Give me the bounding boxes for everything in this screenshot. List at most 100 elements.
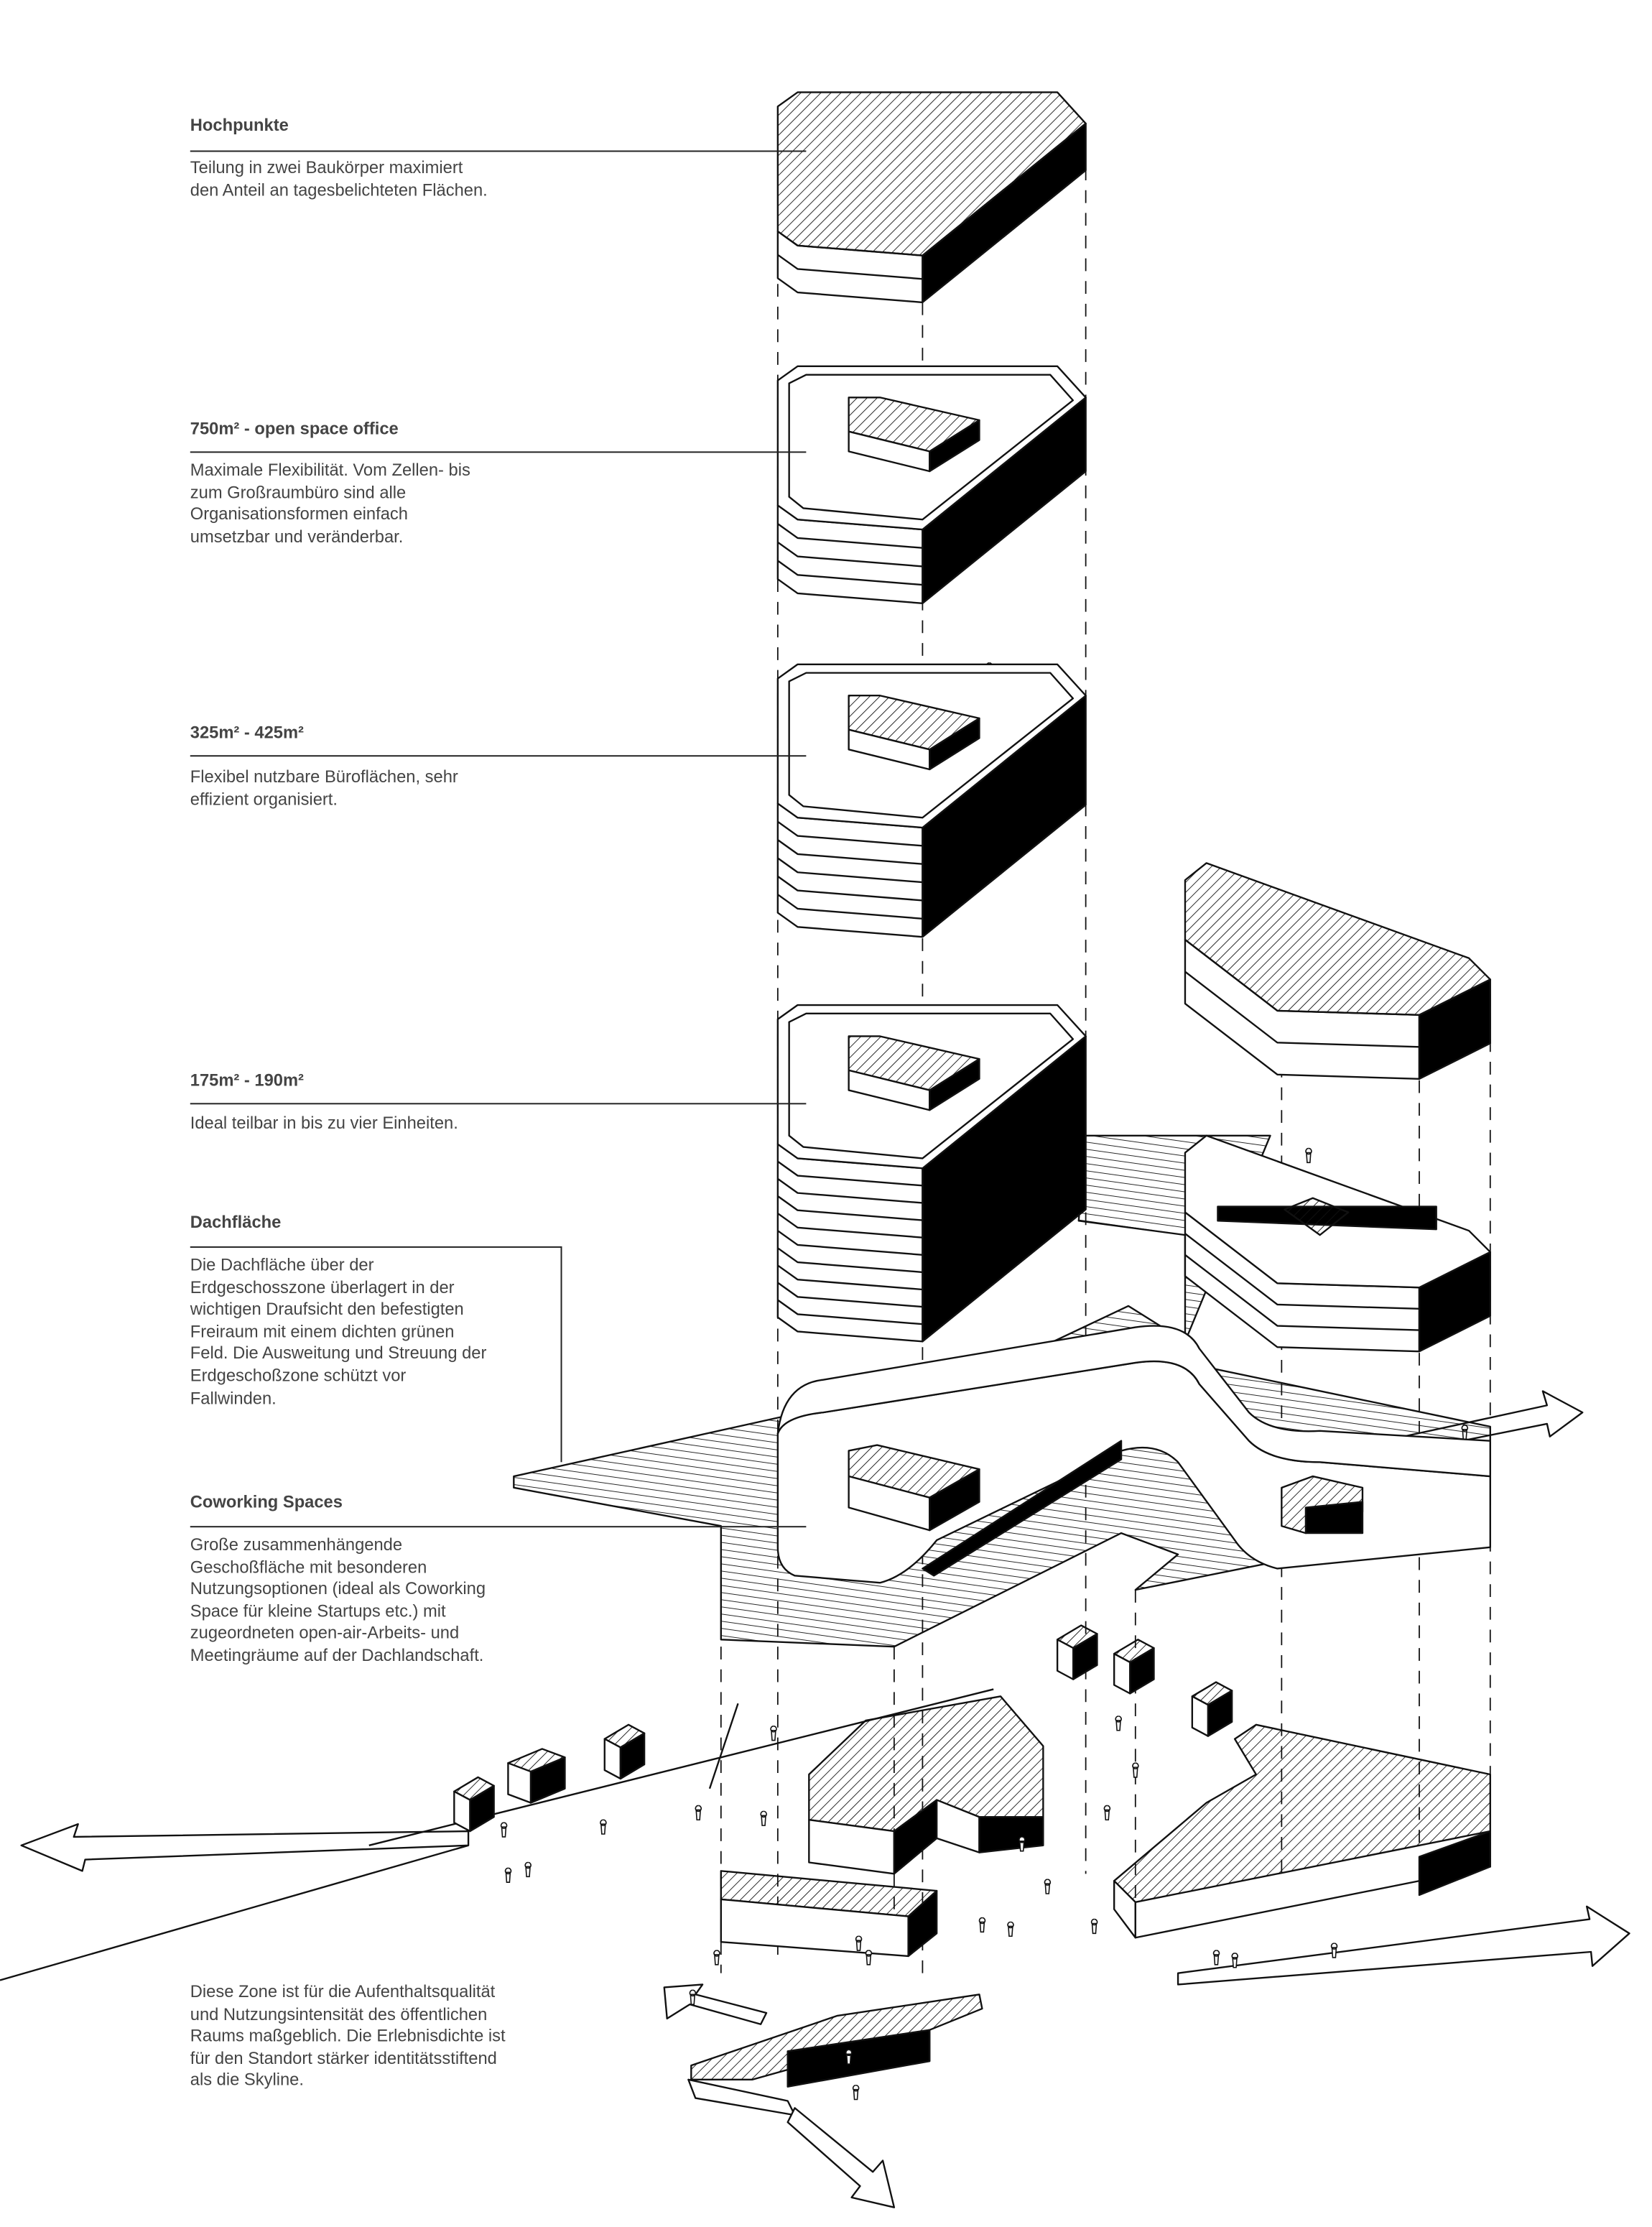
person-figure xyxy=(760,1810,767,1826)
text-line: umsetzbar und veränderbar. xyxy=(190,526,404,547)
heading-coworking: Coworking Spaces xyxy=(190,1491,343,1512)
floor-band xyxy=(777,894,923,920)
pavilion-side xyxy=(907,1889,938,1958)
leader-line xyxy=(190,451,807,453)
floor-band xyxy=(777,875,923,902)
floor-band xyxy=(777,839,923,865)
text-line: Meetingräume auf der Dachlandschaft. xyxy=(190,1645,484,1665)
person-figure xyxy=(1212,1950,1220,1966)
tower-modules xyxy=(776,91,1491,1353)
kiosk-side xyxy=(1129,1647,1155,1695)
tower2-mid-module xyxy=(1184,1134,1491,1353)
person-figure xyxy=(865,1950,873,1966)
floor-band xyxy=(1184,971,1420,1048)
floor-band xyxy=(777,1282,923,1308)
person-figure xyxy=(1103,1805,1111,1821)
text-line: Space für kleine Startups etc.) mit xyxy=(190,1601,446,1621)
floor-band xyxy=(777,1230,923,1256)
person-figure xyxy=(1330,1943,1338,1958)
text-line: Flexibel nutzbare Büroflächen, sehr xyxy=(190,767,458,787)
person-figure xyxy=(852,2084,860,2101)
text-line: Teilung in zwei Baukörper maximiert xyxy=(190,157,463,177)
wall-face xyxy=(776,1143,924,1343)
person-figure xyxy=(770,1726,777,1741)
core-side xyxy=(929,1468,980,1532)
leader-line xyxy=(190,1246,562,1248)
core-roof xyxy=(1284,1197,1350,1236)
entry-canopy-side xyxy=(786,2029,931,2088)
slab-dark-edge xyxy=(922,1440,1123,1577)
text-line: Raums maßgeblich. Die Erlebnisdichte ist xyxy=(190,2026,506,2046)
leader-line xyxy=(190,1103,807,1105)
floor-band xyxy=(777,1177,923,1204)
text-line: effizient organisiert. xyxy=(190,788,338,809)
person-figure xyxy=(855,1935,863,1951)
floor-band xyxy=(777,1247,923,1274)
entry-canopy-roof xyxy=(690,1994,983,2081)
arrow-southwest xyxy=(687,2078,796,2116)
floor-band xyxy=(777,254,923,280)
leader-line-vertical xyxy=(560,1246,562,1463)
person-figure xyxy=(504,1867,512,1883)
person-figure xyxy=(1007,1921,1014,1937)
core-side xyxy=(929,419,980,473)
text-175: Ideal teilbar in bis zu vier Einheiten. xyxy=(190,1113,458,1135)
person-figure xyxy=(845,2049,853,2065)
person-figure xyxy=(1018,1836,1026,1852)
person-figure xyxy=(1090,1918,1098,1935)
person-figure xyxy=(1132,1762,1139,1778)
leader-line xyxy=(190,755,807,757)
tower2-top-block xyxy=(1184,862,1491,1080)
person-figure xyxy=(1115,1716,1122,1731)
person-figure xyxy=(1305,1147,1312,1164)
text-line: Maximale Flexibilität. Vom Zellen- bis xyxy=(190,460,470,480)
floor-band xyxy=(777,1299,923,1325)
roof-face xyxy=(776,91,1087,256)
text-line: zugeordneten open-air-Arbeits- und xyxy=(190,1623,460,1643)
kiosk-side xyxy=(1207,1690,1233,1737)
floor-edge xyxy=(788,672,1075,819)
person-figure xyxy=(689,1989,697,2005)
arrow-west xyxy=(20,1823,470,1872)
text-line: Diese Zone ist für die Aufenthaltsqualit… xyxy=(190,1981,496,2002)
ground-building-side xyxy=(978,1816,1044,1853)
text-line: und Nutzungsintensität des öffentlichen xyxy=(190,2004,488,2024)
office-175-module xyxy=(776,1004,1087,1343)
text-line: Nutzungsoptionen (ideal als Coworking xyxy=(190,1578,486,1599)
core-side xyxy=(929,1057,980,1111)
floor-band xyxy=(777,523,923,549)
leader-line xyxy=(190,150,807,152)
tower-top-block xyxy=(776,91,1087,304)
text-line: zum Großraumbüro sind alle xyxy=(190,482,407,502)
heading-175: 175m² - 190m² xyxy=(190,1070,304,1091)
heading-750: 750m² - open space office xyxy=(190,418,399,439)
heading-325: 325m² - 425m² xyxy=(190,722,304,743)
ground-building-east-side xyxy=(1418,1830,1491,1897)
floor-band xyxy=(777,541,923,568)
heading-dachflaeche: Dachfläche xyxy=(190,1212,282,1233)
floor-band xyxy=(777,560,923,586)
floor-band xyxy=(1184,1254,1420,1331)
person-figure xyxy=(1231,1953,1238,1968)
floor-edge xyxy=(788,1012,1075,1159)
text-line: Geschoßfläche mit besonderen xyxy=(190,1556,427,1577)
kiosk-side xyxy=(1072,1633,1098,1680)
floor-band xyxy=(1184,1233,1420,1310)
person-figure xyxy=(524,1861,532,1878)
arrow-north xyxy=(663,1983,768,2025)
arrow-east-lower xyxy=(1177,1905,1630,1986)
text-line: wichtigen Draufsicht den befestigten xyxy=(190,1299,464,1320)
leader-line xyxy=(190,1526,807,1528)
slab-edge xyxy=(776,1325,1491,1478)
office-325-module xyxy=(776,663,1087,938)
floor-band xyxy=(777,1160,923,1187)
person-figure xyxy=(695,1805,702,1821)
text-line: Organisationsformen einfach xyxy=(190,504,408,524)
text-line: Große zusammenhängende xyxy=(190,1534,403,1555)
text-line: Freiraum mit einem dichten grünen xyxy=(190,1321,455,1341)
text-public-zone: Diese Zone ist für die Aufenthaltsqualit… xyxy=(190,1981,506,2092)
